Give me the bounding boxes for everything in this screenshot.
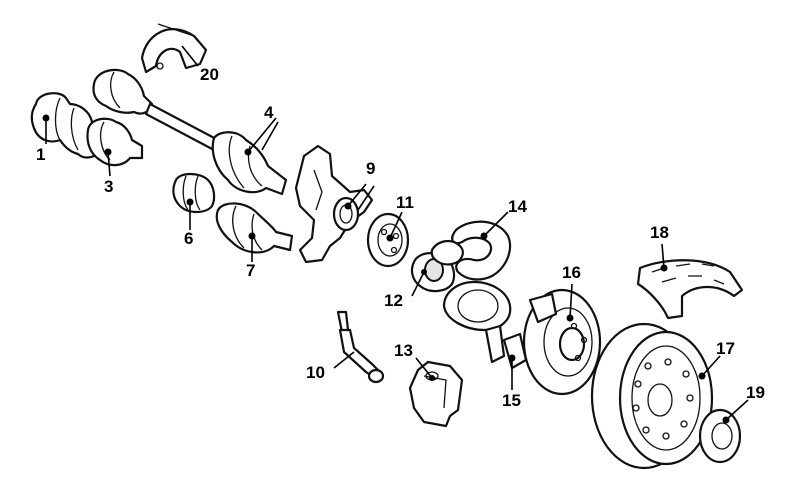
callout-9: 9 — [366, 159, 376, 178]
callout-6: 6 — [184, 229, 194, 248]
wheel-rim — [590, 322, 714, 470]
hub-bearing — [366, 212, 410, 268]
callout-14: 14 — [508, 197, 527, 216]
callout-10: 10 — [306, 363, 325, 382]
cv-boot-inner — [172, 172, 216, 214]
cv-joint — [86, 117, 144, 167]
callout-13: 13 — [394, 341, 413, 360]
brake-caliper — [408, 360, 464, 428]
heat-shield — [140, 23, 208, 74]
brake-hose — [336, 310, 385, 384]
cv-joint-inner — [215, 202, 294, 254]
splash-shield — [430, 220, 512, 332]
callout-12: 12 — [384, 291, 403, 310]
leader-lines — [45, 45, 749, 421]
hub-cap — [698, 408, 742, 464]
callout-4: 4 — [264, 103, 274, 122]
callout-18: 18 — [650, 223, 669, 242]
callout-3: 3 — [104, 177, 114, 196]
callout-7: 7 — [246, 261, 256, 280]
drive-shaft — [92, 68, 288, 196]
wheel-arch-liner — [636, 259, 744, 320]
callout-15: 15 — [502, 391, 521, 410]
callout-17: 17 — [716, 339, 735, 358]
callout-16: 16 — [562, 263, 581, 282]
brake-pads — [484, 324, 528, 370]
cv-boot-outer — [30, 92, 103, 159]
callout-11: 11 — [396, 193, 414, 212]
callout-20: 20 — [200, 65, 219, 84]
steering-knuckle — [294, 144, 374, 264]
callout-19: 19 — [746, 383, 765, 402]
callout-1: 1 — [36, 145, 46, 164]
brake-disc — [522, 288, 602, 396]
